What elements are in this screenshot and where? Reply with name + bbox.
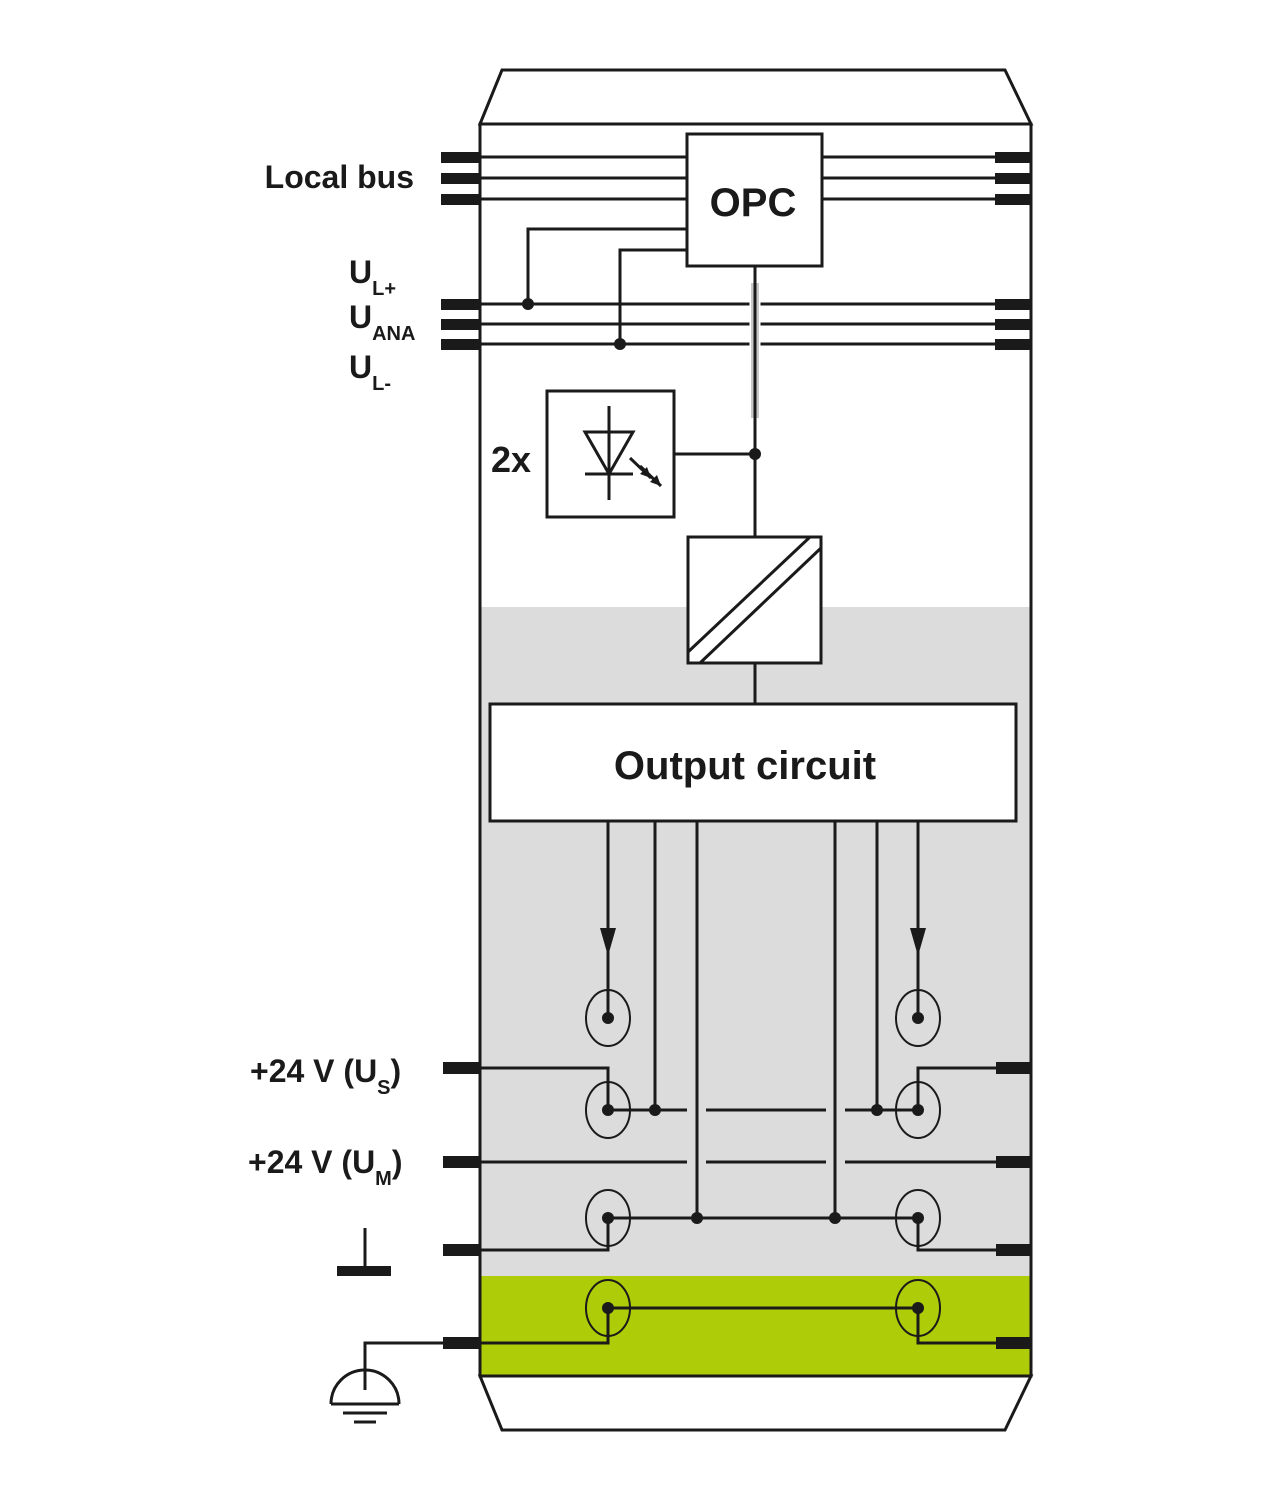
supply-pin-left-3 (441, 339, 480, 350)
terminal-gnd-left (585, 1189, 631, 1247)
terminal-fe-right (895, 1279, 941, 1337)
led-icon (582, 406, 663, 500)
internal-signal-path (674, 266, 761, 703)
terminal-out-right (895, 989, 941, 1047)
local-bus-pin-right-2 (995, 173, 1031, 184)
supply-pin-right-1 (995, 299, 1031, 310)
um-pin-right (996, 1156, 1031, 1168)
opc-label: OPC (710, 181, 797, 225)
fe-pin-right (996, 1337, 1031, 1349)
us-pin-left (443, 1062, 480, 1074)
terminal-points (585, 989, 941, 1337)
dc-dc-converter-icon (686, 535, 823, 665)
fe-zone (480, 1276, 1031, 1376)
supply-pin-left-1 (441, 299, 480, 310)
local-bus-pin-left-1 (441, 152, 480, 163)
u-l-minus-label: UL- (349, 349, 391, 395)
local-bus-pin-left-3 (441, 194, 480, 205)
local-bus-pin-left-2 (441, 173, 480, 184)
terminal-us-left (585, 1081, 631, 1139)
um-label: +24 V (UM) (248, 1144, 403, 1190)
opc-block: OPC (685, 132, 824, 268)
u-l-plus-label: UL+ (349, 254, 396, 300)
io-pins (443, 1062, 1031, 1349)
output-wiring (480, 821, 1031, 1345)
local-bus-pin-right-3 (995, 194, 1031, 205)
gnd-pin-left (443, 1244, 480, 1256)
local-bus-label: Local bus (265, 159, 414, 195)
terminal-fe-left (585, 1279, 631, 1337)
left-labels: Local bus UL+ UANA UL- +24 V (US) +24 V … (248, 159, 415, 1190)
supply-pin-left-2 (441, 319, 480, 330)
led-block: 2x (491, 389, 676, 519)
um-pin-left (443, 1156, 480, 1168)
u-ana-label: UANA (349, 299, 415, 345)
opc-supply-taps (522, 227, 687, 350)
us-pin-right (996, 1062, 1031, 1074)
supply-pin-right-3 (995, 339, 1031, 350)
output-circuit-label: Output circuit (614, 744, 876, 788)
local-bus-pin-right-1 (995, 152, 1031, 163)
fe-pin-left (443, 1337, 480, 1349)
supply-pin-right-2 (995, 319, 1031, 330)
led-count-label: 2x (491, 439, 531, 480)
terminal-us-right (895, 1081, 941, 1139)
terminal-out-left (585, 989, 631, 1047)
local-bus-lines (441, 152, 1031, 205)
terminal-gnd-right (895, 1189, 941, 1247)
protective-earth-icon (329, 1341, 443, 1424)
ground-icon (337, 1228, 391, 1276)
output-circuit-block: Output circuit (488, 702, 1018, 823)
us-label: +24 V (US) (250, 1053, 401, 1099)
gnd-pin-right (996, 1244, 1031, 1256)
